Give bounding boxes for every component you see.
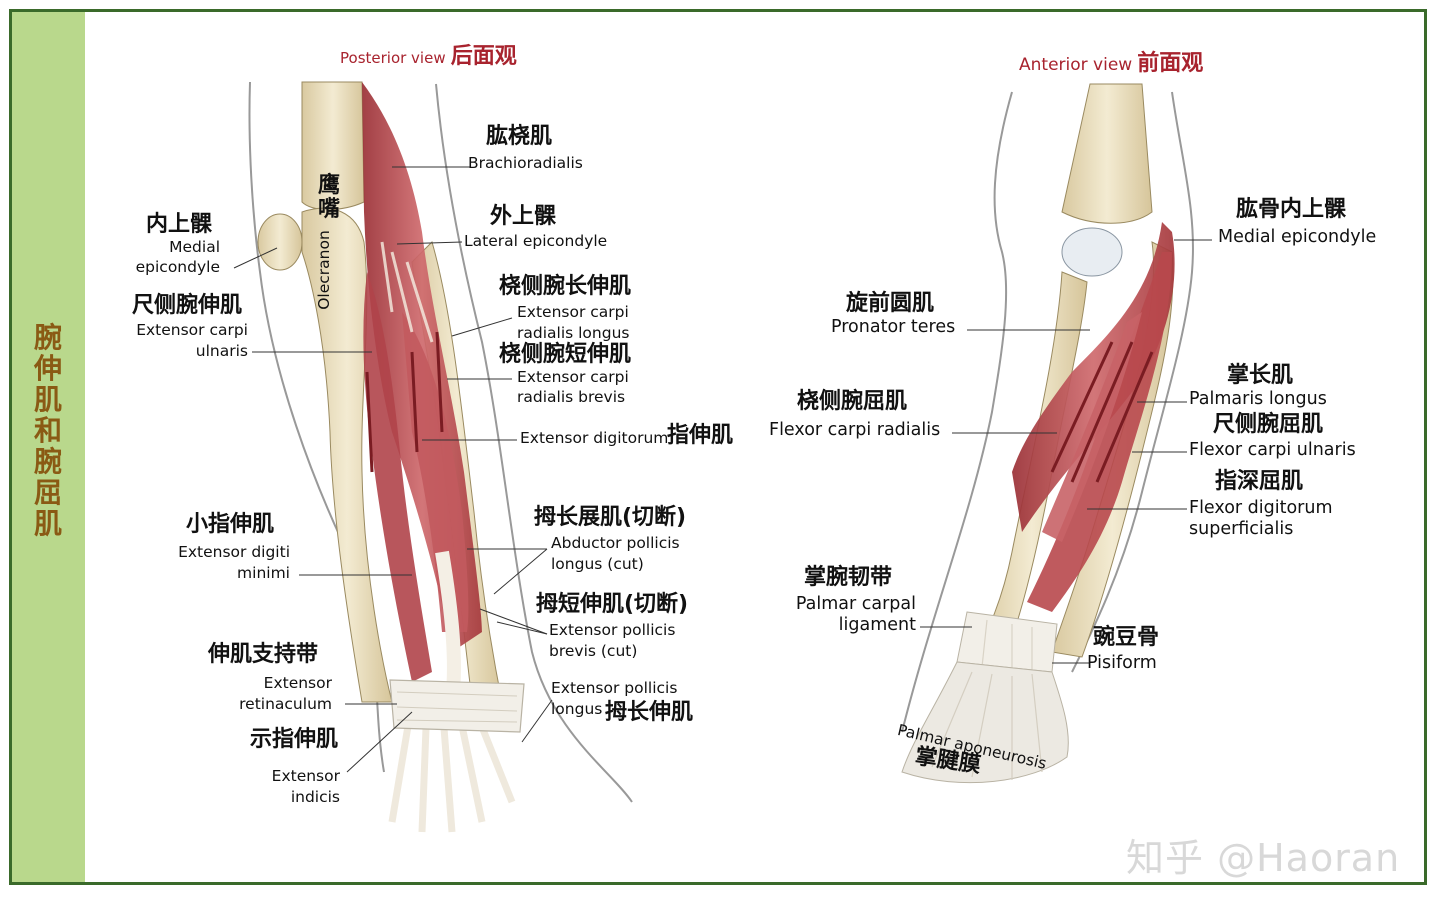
posterior-view-zh: 后面观 <box>450 44 517 69</box>
fds-zh-label: 指深屈肌 <box>1215 469 1304 494</box>
palmaris-longus-en-label: Palmaris longus <box>1189 389 1327 409</box>
ei-en1-label: Extensor <box>271 767 340 785</box>
fds-en2-label: superficialis <box>1189 519 1294 539</box>
medial-epicondyle-en1-label: Medial <box>169 238 220 256</box>
ecrb-zh-label: 桡侧腕短伸肌 <box>499 342 632 367</box>
brachioradialis-zh-label: 肱桡肌 <box>486 124 553 149</box>
pronator-teres-en-label: Pronator teres <box>831 317 956 337</box>
epl-zh-label: 拇长伸肌 <box>605 700 694 725</box>
figure-frame: 腕伸肌和腕屈肌 <box>9 9 1427 885</box>
retinaculum-zh-label: 伸肌支持带 <box>208 642 319 667</box>
a-medial-epicondyle-en-label: Medial epicondyle <box>1218 227 1377 247</box>
medial-epicondyle-zh-label: 内上髁 <box>146 212 213 237</box>
epb-en2-label: brevis (cut) <box>549 642 638 660</box>
fcr-en-label: Flexor carpi radialis <box>769 420 941 440</box>
apl-en1-label: Abductor pollicis <box>551 534 680 552</box>
fcu-en-label: Flexor carpi ulnaris <box>1189 440 1356 460</box>
olecranon-en-label: Olecranon <box>314 230 333 310</box>
medial-epicondyle-en2-label: epicondyle <box>135 258 220 276</box>
ecrl-zh-label: 桡侧腕长伸肌 <box>499 274 632 299</box>
sidebar-title: 腕伸肌和腕屈肌 <box>33 321 62 540</box>
pisiform-zh-label: 豌豆骨 <box>1093 625 1160 650</box>
anatomy-illustration <box>233 81 1212 833</box>
epb-en1-label: Extensor pollicis <box>549 621 676 639</box>
extensor-digitorum-en-label: Extensor digitorum <box>520 429 669 447</box>
extensor-digitorum-zh-label: 指伸肌 <box>667 423 734 448</box>
ecrb-en2-label: radialis brevis <box>517 388 626 406</box>
a-medial-epicondyle-zh-label: 肱骨内上髁 <box>1236 197 1347 222</box>
posterior-view-en: Posterior view <box>340 49 446 67</box>
ecrl-en2-label: radialis longus <box>517 324 630 342</box>
palmaris-longus-zh-label: 掌长肌 <box>1227 363 1294 388</box>
apl-zh-label: 拇长展肌(切断) <box>534 505 687 530</box>
epl-en1-label: Extensor pollicis <box>551 679 678 697</box>
retinaculum-en1-label: Extensor <box>263 674 332 692</box>
fcu-zh-label: 尺侧腕屈肌 <box>1213 412 1324 437</box>
anterior-view-title: Anterior view 前面观 <box>1019 45 1203 77</box>
edm-en1-label: Extensor digiti <box>178 543 290 561</box>
pisiform-en-label: Pisiform <box>1087 653 1157 673</box>
anterior-forearm-illustration <box>901 83 1212 784</box>
retinaculum-en2-label: retinaculum <box>239 695 332 713</box>
ecu-zh-label: 尺侧腕伸肌 <box>132 293 243 318</box>
ei-zh-label: 示指伸肌 <box>250 727 339 752</box>
brachioradialis-en-label: Brachioradialis <box>468 154 583 172</box>
posterior-view-title: Posterior view 后面观 <box>340 38 517 70</box>
watermark: 知乎 @Haoran <box>1126 836 1401 880</box>
olecranon-zh-label: 鹰嘴 <box>318 173 341 222</box>
pronator-teres-zh-label: 旋前圆肌 <box>846 291 935 316</box>
fcr-zh-label: 桡侧腕屈肌 <box>797 389 908 414</box>
anterior-view-zh: 前面观 <box>1137 51 1204 76</box>
ecu-en1-label: Extensor carpi <box>136 321 248 339</box>
ecrl-en1-label: Extensor carpi <box>517 303 629 321</box>
epl-en2-label: longus <box>551 700 603 718</box>
lateral-epicondyle-zh-label: 外上髁 <box>490 204 557 229</box>
epb-zh-label: 拇短伸肌(切断) <box>536 592 689 617</box>
palmar-carpal-zh-label: 掌腕韧带 <box>804 565 893 590</box>
sidebar: 腕伸肌和腕屈肌 <box>12 12 85 882</box>
ecrb-en1-label: Extensor carpi <box>517 368 629 386</box>
posterior-forearm-illustration <box>233 81 633 833</box>
ei-en2-label: indicis <box>290 788 340 806</box>
lateral-epicondyle-en-label: Lateral epicondyle <box>464 232 608 250</box>
edm-zh-label: 小指伸肌 <box>186 512 275 537</box>
palmar-carpal-en1-label: Palmar carpal <box>795 594 916 614</box>
anterior-view-en: Anterior view <box>1019 55 1133 75</box>
palmar-carpal-en2-label: ligament <box>838 615 916 635</box>
fds-en1-label: Flexor digitorum <box>1189 498 1333 518</box>
edm-en2-label: minimi <box>237 564 290 582</box>
apl-en2-label: longus (cut) <box>551 555 644 573</box>
ecu-en2-label: ulnaris <box>195 342 248 360</box>
